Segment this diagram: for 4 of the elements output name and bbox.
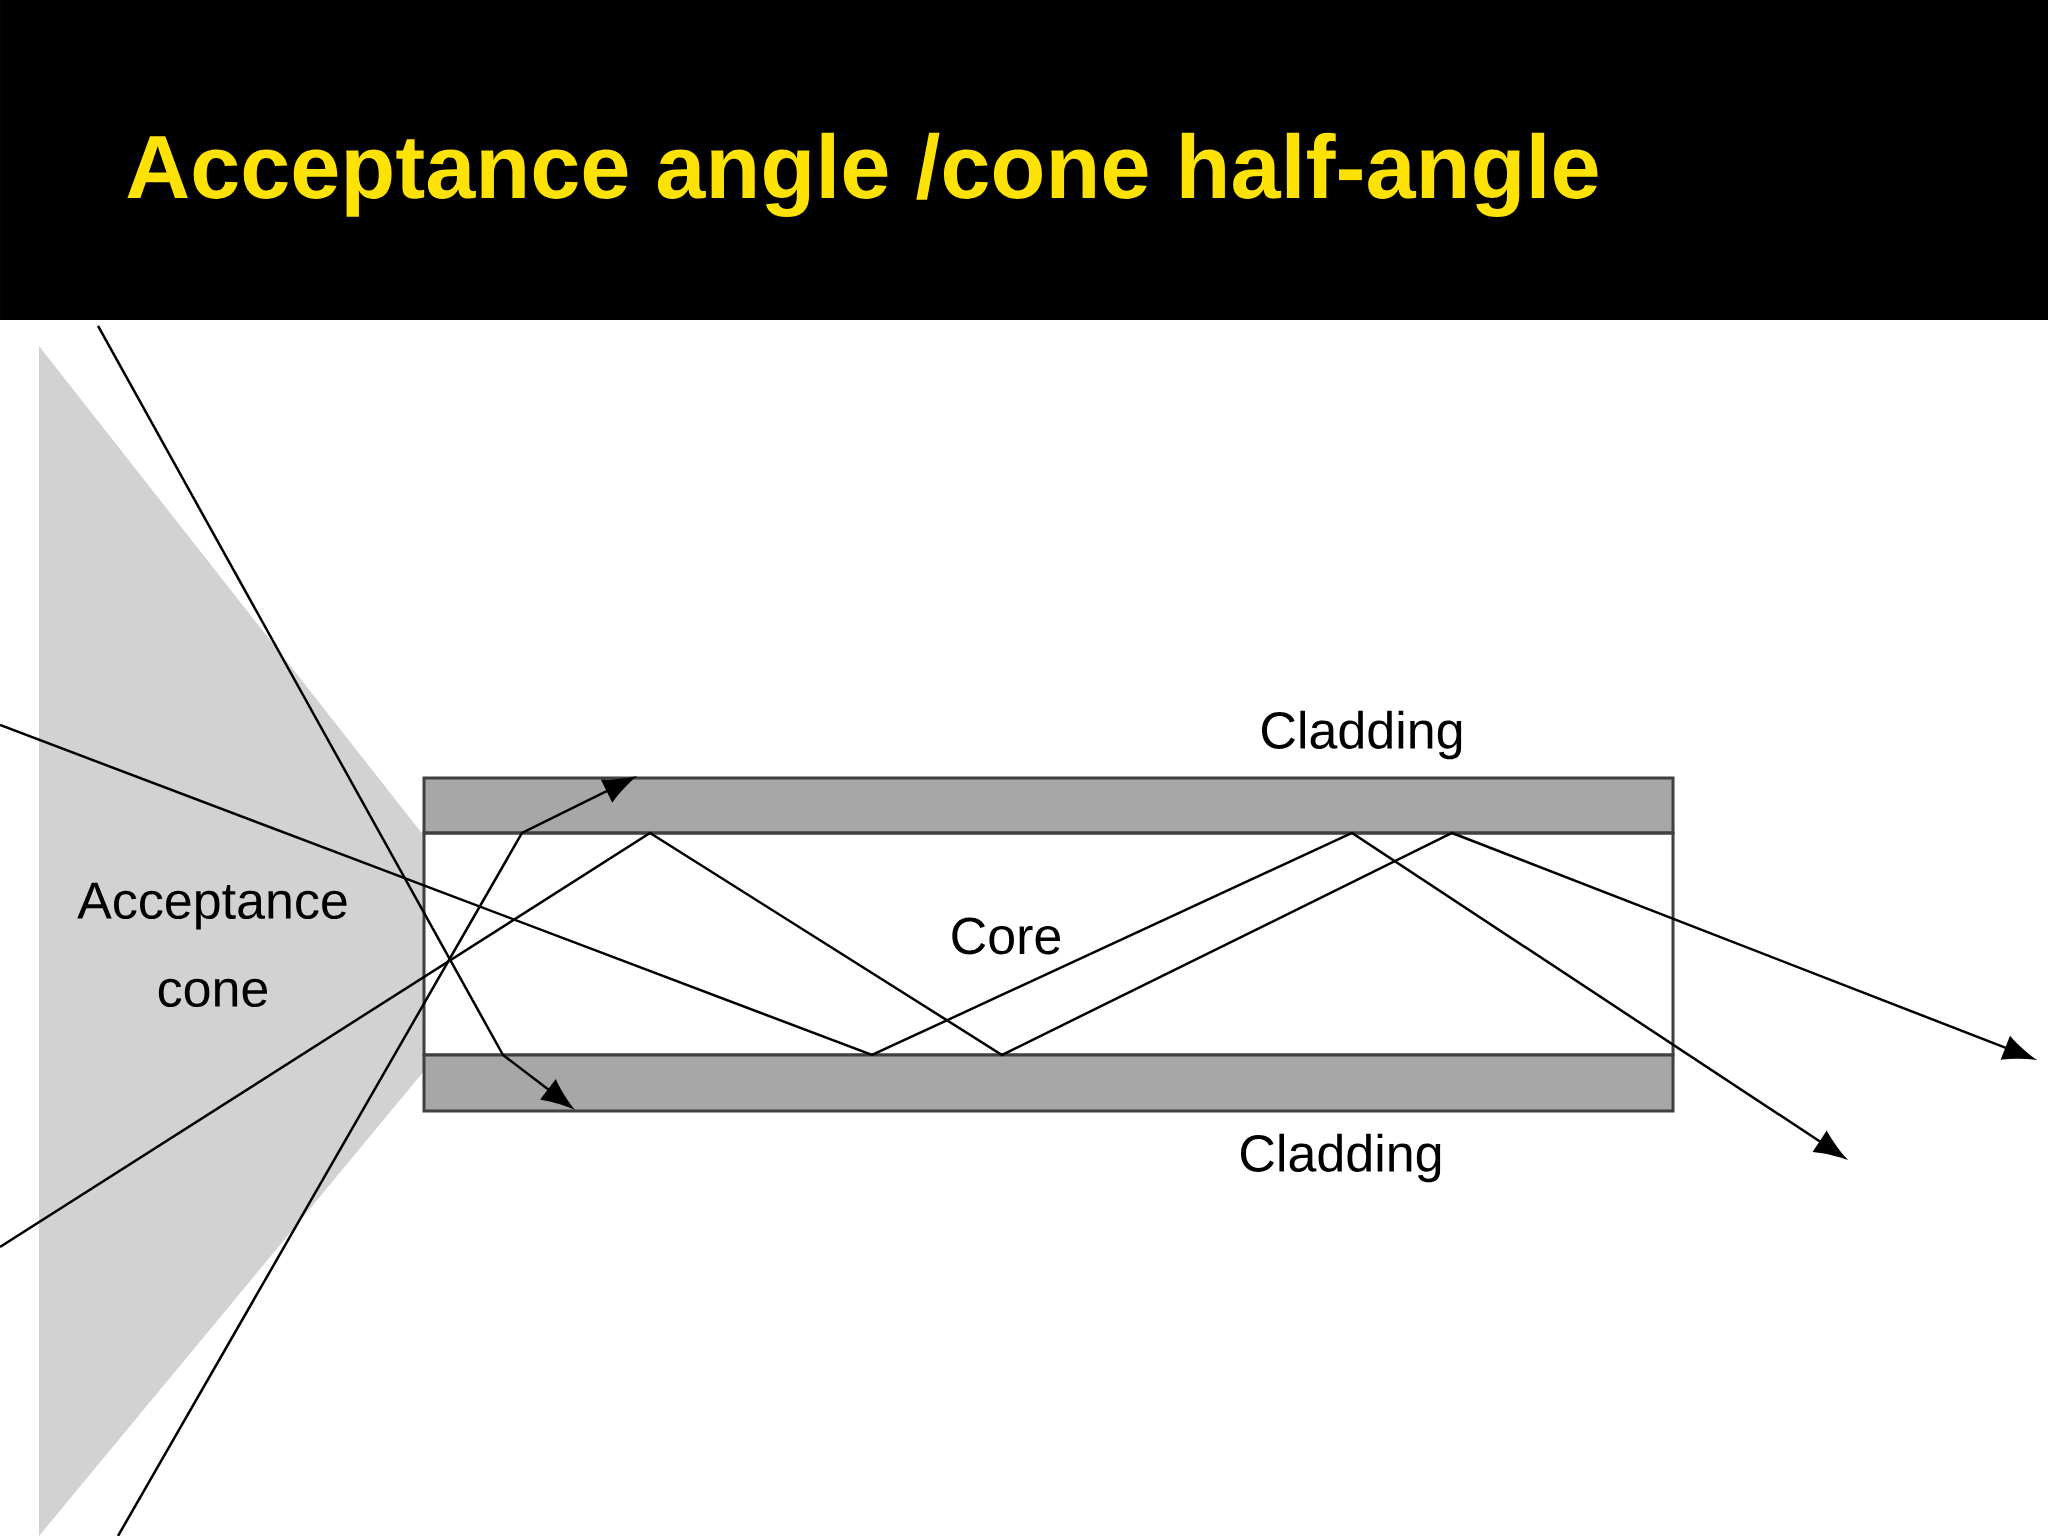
node-label: Cladding [1262,710,1462,760]
acceptance-cone: Acceptance cone [39,346,424,1536]
title: Acceptance angle /cone half-angle [127,132,1598,218]
node-label: Cladding [1241,1133,1441,1183]
